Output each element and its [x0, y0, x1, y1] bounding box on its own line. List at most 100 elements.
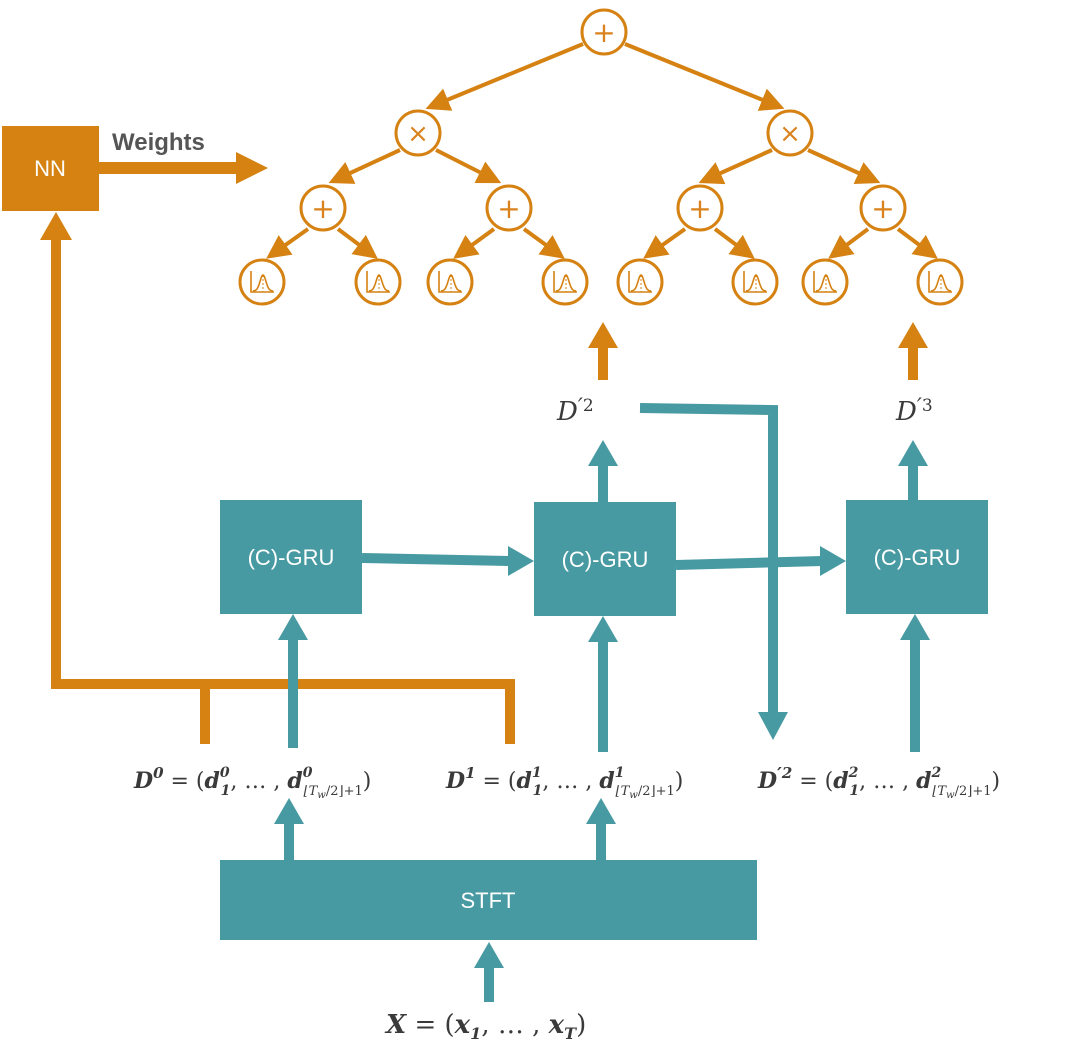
d2-sup: 2: [583, 396, 594, 416]
seq1-d: d: [517, 768, 532, 794]
seq1-sup1: 1: [532, 765, 542, 781]
arrowhead-gru1-gru2: [508, 546, 534, 576]
seq0-sup1: 0: [220, 765, 230, 781]
seq1-mid: , … ,: [542, 769, 599, 794]
gaussian-density-icon: [250, 271, 274, 293]
seq0-sub2: ⌊T: [304, 784, 319, 799]
edge-l2c-leaf6: [713, 227, 755, 259]
stft-block: STFT: [220, 860, 757, 940]
nn-label: NN: [34, 156, 66, 181]
seq2-sub2: ⌊T: [932, 784, 947, 799]
gru-label-1: (C)-GRU: [248, 545, 335, 570]
seq2-base: D: [757, 768, 777, 794]
seq1-sub2c: /2⌋+1: [638, 784, 675, 799]
gaussian-density-icon: [928, 271, 952, 293]
leaf-node-1: [238, 258, 286, 306]
input-lhs: X: [384, 1010, 408, 1040]
output-arrow-d3: [898, 322, 928, 380]
edge-l2d-leaf8: [896, 227, 938, 259]
arrowhead-gru2-d2: [588, 440, 618, 466]
sum-node-2a: +: [299, 184, 347, 232]
sum-node-2b: +: [485, 184, 533, 232]
gru-block-2: (C)-GRU: [534, 502, 676, 616]
arrowhead-gru2-gru3: [820, 546, 846, 576]
leaf-node-6: [731, 258, 779, 306]
input-eq: = (: [406, 1010, 454, 1040]
leaf-node-4: [541, 258, 589, 306]
svg-text:D′2 = (d21, … , d2⌊Tw/2⌋+1): D′2 = (d21, … , d2⌊Tw/2⌋+1): [757, 764, 1000, 801]
arrowhead-x-stft: [474, 942, 504, 968]
seq1-sub1: 1: [533, 783, 543, 799]
arrowhead-d2-gru3: [900, 614, 930, 640]
seq0-d: d: [205, 768, 220, 794]
seq2-sub2b: w: [946, 790, 955, 801]
seq1-sup: 1: [465, 764, 475, 782]
edge-l2b-leaf3: [453, 227, 496, 259]
svg-text:D0 = (d01, … , d0⌊Tw/2⌋+1): D0 = (d01, … , d0⌊Tw/2⌋+1): [133, 764, 371, 801]
d3-sup: 3: [922, 396, 933, 416]
input-xT: x: [548, 1010, 565, 1040]
seq0-sup2: 0: [303, 765, 313, 781]
output-label-d3: D′3: [895, 395, 933, 427]
d3-base: D: [895, 397, 917, 427]
tree-nodes: + × × + + + +: [238, 8, 964, 306]
svg-text:D′3: D′3: [895, 395, 933, 427]
seq0-d2: d: [287, 768, 302, 794]
seq0-sub2c: /2⌋+1: [326, 784, 363, 799]
tree-edges: [266, 42, 938, 259]
leaf-node-3: [426, 258, 474, 306]
gaussian-density-icon: [438, 271, 462, 293]
input-label: X = (x1, … , xT): [384, 1010, 586, 1043]
seq0-mid: , … ,: [230, 769, 287, 794]
edge-l1b-l2d: [807, 148, 881, 184]
arrowhead-stft-d0: [274, 798, 304, 824]
seq0-base: D: [133, 768, 153, 794]
seq1-base: D: [445, 768, 465, 794]
output-label-d2: D′2: [556, 395, 594, 427]
gru-label-3: (C)-GRU: [874, 545, 961, 570]
edge-root-right: [624, 42, 785, 111]
input-subT: T: [564, 1024, 577, 1043]
leaf-nodes: [238, 258, 964, 306]
seq2-sup: 2: [781, 764, 792, 782]
edge-l2a-leaf2: [336, 227, 378, 259]
seq1-sub2: ⌊T: [616, 784, 631, 799]
seq0-sub1: 1: [221, 783, 231, 799]
seq0-close: ): [363, 769, 372, 794]
arrowhead-gru3-d3: [898, 440, 928, 466]
input-close: ): [576, 1010, 586, 1040]
seq0-sub2b: w: [317, 790, 326, 801]
weights-label: Weights: [112, 129, 205, 156]
product-node-right: ×: [766, 109, 814, 157]
seq2-prime: ′: [777, 764, 782, 785]
d2-base: D: [556, 397, 578, 427]
seq0-eq: = (: [164, 769, 205, 794]
sum-symbol-2b: +: [497, 192, 520, 225]
seq1-eq: = (: [476, 769, 517, 794]
teal-arrows: [274, 403, 930, 1002]
seq2-sub2c: /2⌋+1: [955, 784, 992, 799]
stft-label: STFT: [461, 888, 516, 913]
seq2-sub1: 1: [849, 783, 859, 799]
nn-input-arrowhead: [40, 212, 72, 240]
edge-l2b-leaf4: [522, 227, 565, 259]
seq1-sub2b: w: [629, 790, 638, 801]
svg-text:D′2: D′2: [556, 395, 594, 427]
arrowhead-stft-d1: [586, 798, 616, 824]
svg-text:D1 = (d11, … , d1⌊Tw/2⌋+1): D1 = (d11, … , d1⌊Tw/2⌋+1): [445, 764, 683, 801]
edge-l1a-l2a: [328, 148, 401, 184]
output-arrow-d2: [588, 322, 618, 380]
arrowhead-d0-gru1: [278, 614, 308, 640]
arrowhead-feedback-d2: [758, 712, 788, 740]
seq2-sup1: 2: [848, 765, 859, 781]
product-node-left: ×: [394, 109, 442, 157]
leaf-node-2: [354, 258, 402, 306]
seq1-sup2: 1: [615, 765, 625, 781]
seq2-close: ): [991, 769, 1000, 794]
edge-l2c-leaf5: [643, 227, 687, 259]
leaf-node-8: [916, 258, 964, 306]
